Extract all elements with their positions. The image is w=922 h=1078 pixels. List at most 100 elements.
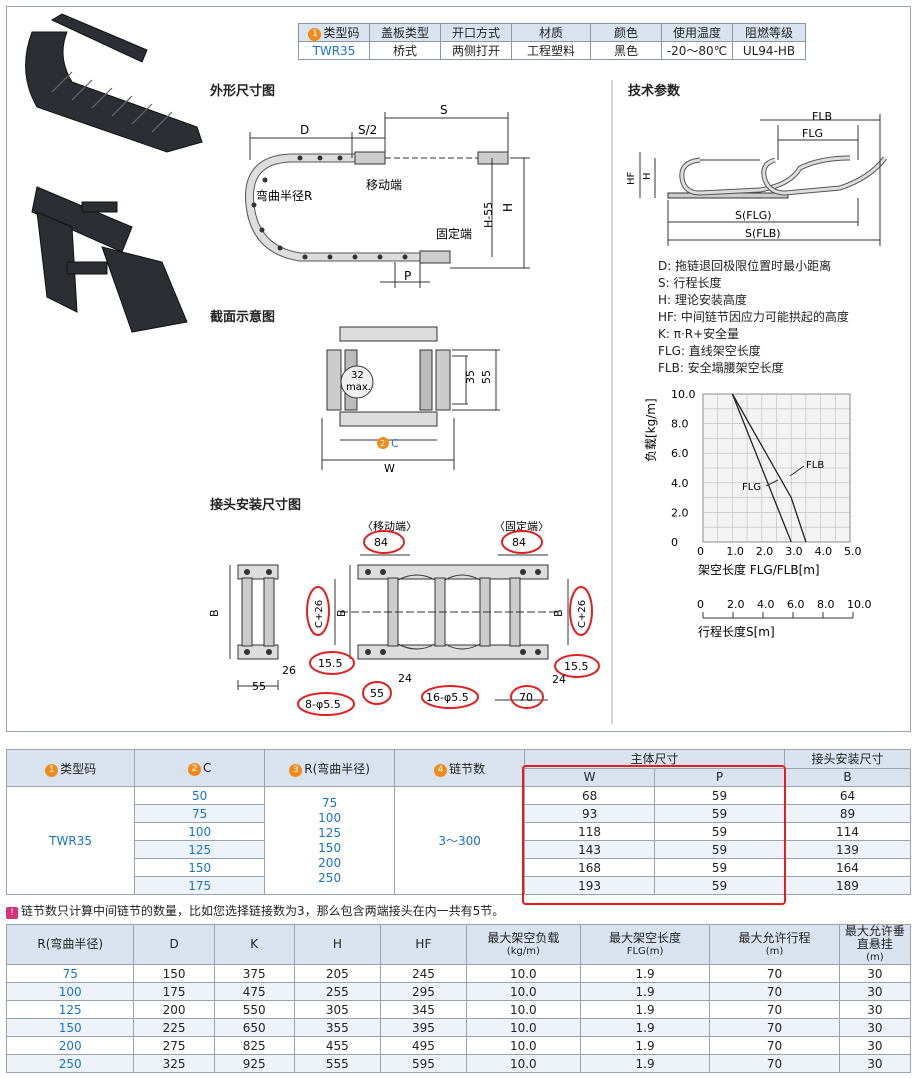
- table-cell: 10.0: [465, 982, 581, 1001]
- table-cell: 245: [379, 964, 467, 983]
- table-cell: 275: [133, 1036, 215, 1055]
- marker-1: 1: [308, 28, 322, 41]
- table-cell: 10.0: [465, 1018, 581, 1037]
- table-cell: 30: [838, 982, 912, 1001]
- param-item: H: 理论安装高度: [658, 293, 747, 307]
- spec-header: 材质: [511, 23, 591, 42]
- table-cell: 30: [838, 1054, 912, 1073]
- table-cell: 75: [5, 964, 135, 983]
- param-item: FLB: 安全塌腰架空长度: [658, 361, 784, 375]
- table-cell: 70: [709, 1054, 840, 1073]
- table-cell: 70: [709, 1000, 840, 1019]
- table-cell: 100: [5, 982, 135, 1001]
- table-cell: 1.9: [579, 1054, 711, 1073]
- t2-header-cell: D: [133, 924, 215, 965]
- table-cell: 255: [293, 982, 381, 1001]
- product-photo: [25, 13, 203, 333]
- table-cell: 1.9: [579, 1000, 711, 1019]
- spec-header: 使用温度: [661, 23, 733, 42]
- table-cell: 10.0: [465, 1000, 581, 1019]
- spec-header: 颜色: [590, 23, 662, 42]
- table-cell: 305: [293, 1000, 381, 1019]
- param-list: D: 拖链退回极限位置时最小距离 S: 行程长度 H: 理论安装高度 HF: 中…: [658, 258, 849, 377]
- spec-value: TWR35: [298, 41, 370, 60]
- t2-header-cell: R(弯曲半径): [5, 924, 135, 965]
- table-row: 175 193 59 189: [7, 876, 912, 895]
- table-cell: 70: [709, 1036, 840, 1055]
- table-row: 75 93 59 89: [7, 804, 912, 823]
- spec-value: 桥式: [369, 41, 441, 60]
- t1-h-joint: 接头安装尺寸: [783, 749, 912, 769]
- spec-value: 工程塑料: [511, 41, 591, 60]
- table-cell: 495: [379, 1036, 467, 1055]
- table-cell: 200: [5, 1036, 135, 1055]
- highlight-box: [522, 765, 786, 905]
- table-cell: 1.9: [579, 964, 711, 983]
- param-item: S: 行程长度: [658, 276, 722, 290]
- spec-value: 黑色: [590, 41, 662, 60]
- spec-value: -20～80℃: [661, 41, 733, 60]
- table-cell: 595: [379, 1054, 467, 1073]
- note: !链节数只计算中间链节的数量，比如您选择链接数为3，那么包含两端接头在内一共有5…: [6, 902, 504, 919]
- param-item: FLG: 直线架空长度: [658, 344, 761, 358]
- table-cell: 175: [133, 982, 215, 1001]
- table-cell: 30: [838, 1018, 912, 1037]
- table-cell: 555: [293, 1054, 381, 1073]
- t1-type: TWR35: [5, 786, 136, 895]
- table-cell: 1.9: [579, 1018, 711, 1037]
- t2-header-cell: 最大架空负载(kg/m): [465, 924, 581, 965]
- table-cell: 395: [379, 1018, 467, 1037]
- t2-header-cell: K: [213, 924, 295, 965]
- table-cell: 925: [213, 1054, 295, 1073]
- table-cell: 475: [213, 982, 295, 1001]
- table-cell: 225: [133, 1018, 215, 1037]
- t1-h-main: 主体尺寸: [524, 749, 785, 769]
- spec-header: 开口方式: [440, 23, 512, 42]
- spec-value: UL94-HB: [732, 41, 806, 60]
- table-cell: 30: [838, 1000, 912, 1019]
- t1-links: 3～300: [394, 786, 526, 895]
- warning-icon: !: [6, 907, 18, 919]
- table-cell: 70: [709, 982, 840, 1001]
- table-cell: 345: [379, 1000, 467, 1019]
- t1-h-B: B: [783, 767, 912, 787]
- table-cell: 295: [379, 982, 467, 1001]
- table-cell: 30: [838, 1036, 912, 1055]
- table-cell: 10.0: [465, 1054, 581, 1073]
- t2-header-cell: 最大允许行程(m): [709, 924, 840, 965]
- section-cross: 截面示意图: [210, 310, 276, 325]
- table-row: 125 143 59 139: [7, 840, 912, 859]
- table-cell: 150: [133, 964, 215, 983]
- param-item: D: 拖链退回极限位置时最小距离: [658, 259, 832, 273]
- table-cell: 1.9: [579, 1036, 711, 1055]
- table-cell: 325: [133, 1054, 215, 1073]
- table-cell: 30: [838, 964, 912, 983]
- table-cell: 10.0: [465, 1036, 581, 1055]
- table-cell: 125: [5, 1000, 135, 1019]
- t2-header-cell: 最大允许垂直悬挂(m): [838, 924, 912, 965]
- table-cell: 10.0: [465, 964, 581, 983]
- table-cell: 1.9: [579, 982, 711, 1001]
- spec-header: 阻燃等级: [732, 23, 806, 42]
- table-cell: 375: [213, 964, 295, 983]
- t2-header-cell: H: [293, 924, 381, 965]
- table-cell: 455: [293, 1036, 381, 1055]
- param-item: K: π·R+安全量: [658, 327, 740, 341]
- section-tech: 技术参数: [628, 84, 681, 99]
- t1-h-W: W: [524, 767, 656, 787]
- table-cell: 355: [293, 1018, 381, 1037]
- table-cell: 70: [709, 964, 840, 983]
- spec-value-row: TWR35 桥式 两侧打开 工程塑料 黑色 -20～80℃ UL94-HB: [298, 41, 806, 60]
- spec-value: 两侧打开: [440, 41, 512, 60]
- table-cell: 550: [213, 1000, 295, 1019]
